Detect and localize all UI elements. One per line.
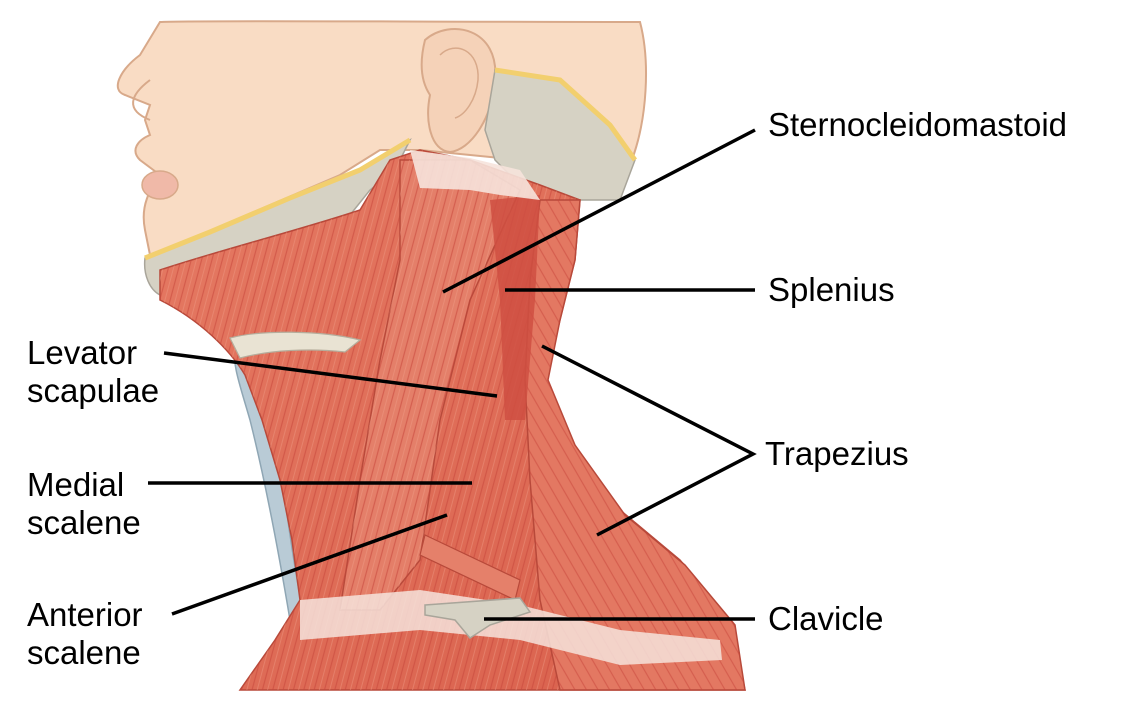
- ear: [420, 28, 497, 154]
- label-splenius: Splenius: [768, 271, 895, 309]
- clavicle-bone: [424, 597, 532, 639]
- label-line: scalene: [27, 634, 141, 671]
- label-trapezius: Trapezius: [765, 435, 909, 473]
- label-line: scapulae: [27, 372, 160, 409]
- label-clavicle: Clavicle: [768, 600, 884, 638]
- label-levator-scapulae: Levator scapulae: [27, 334, 159, 410]
- leader-levator-scapulae: [163, 351, 498, 398]
- label-line: Trapezius: [765, 435, 909, 472]
- label-anterior-scalene: Anterior scalene: [27, 596, 143, 672]
- label-medial-scalene: Medial scalene: [27, 466, 141, 542]
- label-line: Levator: [27, 334, 138, 371]
- label-line: scalene: [27, 504, 141, 541]
- label-line: Medial: [27, 466, 125, 503]
- label-sternocleidomastoid: Sternocleidomastoid: [768, 106, 1067, 144]
- splenius-muscle: [490, 195, 540, 420]
- neck-muscles: [159, 149, 746, 691]
- label-line: Clavicle: [768, 600, 884, 637]
- leader-trapezius: [541, 344, 757, 537]
- leader-sternocleidomastoid: [442, 128, 756, 294]
- label-line: Anterior: [27, 596, 143, 633]
- label-line: Splenius: [768, 271, 895, 308]
- label-line: Sternocleidomastoid: [768, 106, 1067, 143]
- leader-anterior-scalene: [171, 513, 448, 616]
- leader-lines: [148, 128, 757, 621]
